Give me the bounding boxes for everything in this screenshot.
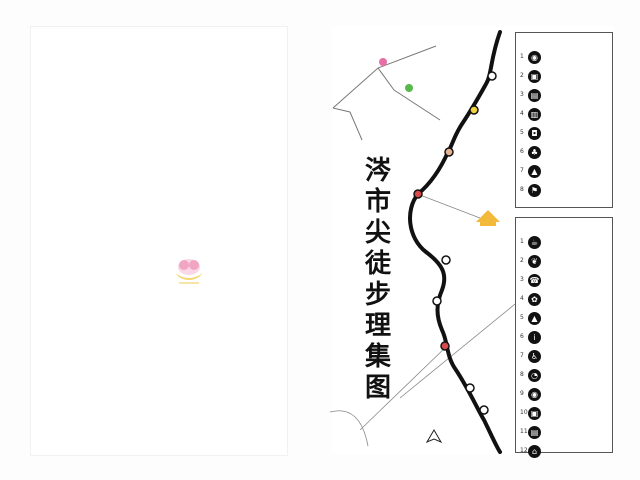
shop-icon: ▣ xyxy=(528,407,541,420)
title-char: 涔 xyxy=(364,156,391,186)
leaf-icon: ❦ xyxy=(528,255,541,268)
road-lines xyxy=(332,45,441,141)
legend-row-number: 8 xyxy=(520,371,524,378)
legend-row: 9◉ xyxy=(516,386,612,405)
station-marker[interactable] xyxy=(479,405,489,415)
legend-row-number: 6 xyxy=(520,333,524,340)
clock-icon: ◔ xyxy=(528,369,541,382)
legend-row-number: 3 xyxy=(520,91,524,98)
building-icon: ▥ xyxy=(528,108,541,121)
legend-row: 1◉ xyxy=(516,49,612,68)
legend-row: 8⚑ xyxy=(516,182,612,201)
tree-icon: ♣ xyxy=(528,146,541,159)
title-char: 徒 xyxy=(364,249,391,279)
mountain-icon: ▲ xyxy=(528,312,541,325)
legend-row-number: 6 xyxy=(520,148,524,155)
phone-icon: ☎ xyxy=(528,274,541,287)
legend-row-number: 10 xyxy=(520,409,528,416)
legend-row-number: 5 xyxy=(520,129,524,136)
title-char: 市 xyxy=(364,187,391,217)
station-marker[interactable] xyxy=(469,105,479,115)
legend-row-number: 11 xyxy=(520,428,528,435)
legend-row-number: 2 xyxy=(520,257,524,264)
legend-row-number: 4 xyxy=(520,295,524,302)
legend-row: 10▣ xyxy=(516,405,612,424)
legend-row: 3▤ xyxy=(516,87,612,106)
legend-row-number: 7 xyxy=(520,352,524,359)
station-marker[interactable] xyxy=(432,296,442,306)
title-char: 尖 xyxy=(364,218,391,248)
poi-marker xyxy=(405,84,413,92)
legend-row: 11▤ xyxy=(516,424,612,443)
bus-icon: ▤ xyxy=(528,89,541,102)
legend-row: 1☕ xyxy=(516,234,612,253)
legend-row: 2❦ xyxy=(516,253,612,272)
pagoda-icon xyxy=(476,210,500,226)
legend-row-number: 12 xyxy=(520,447,528,454)
legend-row: 2▣ xyxy=(516,68,612,87)
left-page xyxy=(30,26,288,456)
legend-row: 8◔ xyxy=(516,367,612,386)
flower-icon: ✿ xyxy=(528,293,541,306)
station-marker[interactable] xyxy=(413,189,423,199)
legend-row: 5▲ xyxy=(516,310,612,329)
legend-row-number: 1 xyxy=(520,53,524,60)
legend-row-number: 5 xyxy=(520,314,524,321)
legend-panel-top: 1◉2▣3▤4▥5◘6♣7▲8⚑ xyxy=(515,32,613,208)
title-char: 理 xyxy=(364,311,391,341)
legend-title xyxy=(516,218,612,232)
title-char: 步 xyxy=(364,280,391,310)
legend-row-number: 9 xyxy=(520,390,524,397)
road-lines-lower xyxy=(329,194,521,447)
legend-row-number: 4 xyxy=(520,110,524,117)
emblem-logo xyxy=(175,259,203,284)
shop-icon: ▣ xyxy=(528,70,541,83)
legend-row: 12⌂ xyxy=(516,443,612,462)
camera-icon: ◉ xyxy=(528,388,541,401)
bus-icon: ▤ xyxy=(528,426,541,439)
station-marker[interactable] xyxy=(487,71,497,81)
route-line xyxy=(408,30,502,454)
tent-icon: ▲ xyxy=(528,165,541,178)
station-marker[interactable] xyxy=(441,255,451,265)
title-char: 集 xyxy=(364,342,391,372)
legend-row-number: 3 xyxy=(520,276,524,283)
flag-icon: ⚑ xyxy=(528,184,541,197)
station-marker[interactable] xyxy=(444,147,454,157)
legend-row-number: 2 xyxy=(520,72,524,79)
legend-row: 4✿ xyxy=(516,291,612,310)
legend-row: 7♿ xyxy=(516,348,612,367)
legend-row: 6♣ xyxy=(516,144,612,163)
north-arrow-icon xyxy=(424,428,444,450)
lock-icon: ◘ xyxy=(528,127,541,140)
stations-layer xyxy=(413,71,497,415)
legend-row: 4▥ xyxy=(516,106,612,125)
legend-title xyxy=(516,33,612,47)
legend-row: 7▲ xyxy=(516,163,612,182)
station-marker[interactable] xyxy=(465,383,475,393)
camera-icon: ◉ xyxy=(528,51,541,64)
station-marker[interactable] xyxy=(440,341,450,351)
legend-row: 3☎ xyxy=(516,272,612,291)
info-icon: i xyxy=(528,331,541,344)
poi-marker xyxy=(379,58,387,66)
toilet-icon: ♿ xyxy=(528,350,541,363)
title-char: 图 xyxy=(364,373,391,403)
legend-row-number: 1 xyxy=(520,238,524,245)
legend-row-number: 8 xyxy=(520,186,524,193)
home-icon: ⌂ xyxy=(528,445,541,458)
cup-icon: ☕ xyxy=(528,236,541,249)
legend-row-number: 7 xyxy=(520,167,524,174)
legend-row: 5◘ xyxy=(516,125,612,144)
map-title: 涔 市 尖 徒 步 理 集 图 xyxy=(362,156,394,404)
